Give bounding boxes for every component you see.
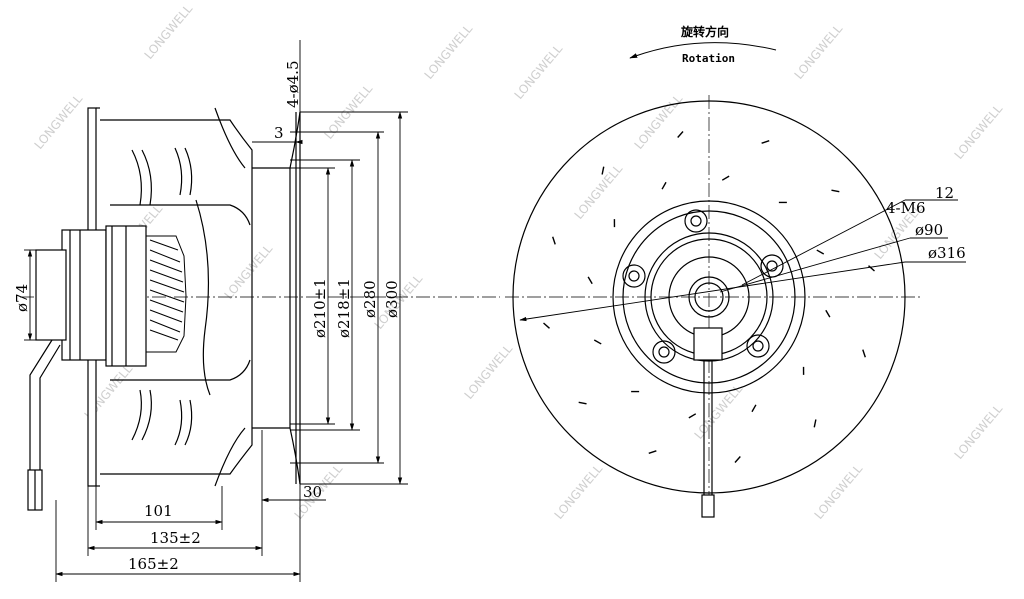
watermark-text: LONGWELL [462,342,516,402]
watermark-text: LONGWELL [422,22,476,82]
blade-slot [601,166,605,175]
blade-slot [688,413,697,419]
d316-label: ø316 [928,244,966,262]
inlet-d2-label: ø218±1 [335,278,353,338]
rotation-en-label: Rotation [682,52,735,65]
d90-label: ø90 [915,221,943,239]
blade-slot [677,131,684,138]
blade-slot [661,181,667,190]
blade-slot [751,404,757,413]
d280-label: ø280 [361,280,379,318]
blade-slot [831,189,840,193]
width-101-label: 101 [144,502,173,520]
blade-slot [543,322,550,329]
blade-slot [868,265,875,272]
width-165-label: 165±2 [128,555,179,573]
flange-thickness-label: 3 [274,124,284,142]
front-view [505,42,966,518]
side-view-dimensions [24,40,408,582]
d300-label: ø300 [383,280,401,318]
watermark-text: LONGWELL [142,2,196,62]
blade-slot [813,419,817,428]
screws-label: 4-ø4.5 [284,61,302,109]
rotation-cn-label: 旋转方向 [680,24,729,39]
blade-slot [734,456,741,463]
watermark-text: LONGWELL [572,162,626,222]
watermark-layer: LONGWELLLONGWELLLONGWELLLONGWELLLONGWELL… [32,2,1006,522]
blade-slot [862,349,866,358]
blade-slot [721,175,730,181]
watermark-text: LONGWELL [952,402,1006,462]
blade-slot [587,276,593,285]
width-135-label: 135±2 [150,529,201,547]
watermark-text: LONGWELL [512,42,566,102]
inlet-d1-label: ø210±1 [311,278,329,338]
watermark-text: LONGWELL [692,382,746,442]
watermark-text: LONGWELL [552,462,606,522]
side-view [20,107,500,511]
blade-slot [593,339,602,345]
blade-slot [648,450,657,454]
thread-label: 4-M6 [886,199,926,217]
impeller-outer-circle [512,100,906,494]
hub-diameter-label: ø74 [13,284,31,312]
watermark-text: LONGWELL [792,22,846,82]
watermark-text: LONGWELL [952,102,1006,162]
blade-slot [761,140,770,144]
side-view-labels: 4-ø4.5 3 ø210±1 ø218±1 ø280 ø300 ø74 101… [13,61,401,574]
watermark-text: LONGWELL [32,92,86,152]
front-view-labels: 旋转方向 Rotation 4-M6 12 ø90 ø316 [680,24,966,262]
blade-slot [825,309,831,318]
blade-slot [816,249,825,255]
blade-slot [578,401,587,405]
thread-depth-label: 12 [935,184,954,202]
watermark-text: LONGWELL [812,462,866,522]
watermark-text: LONGWELL [632,92,686,152]
blade-slot [552,236,556,245]
width-30-label: 30 [303,483,322,501]
watermark-text: LONGWELL [222,242,276,302]
